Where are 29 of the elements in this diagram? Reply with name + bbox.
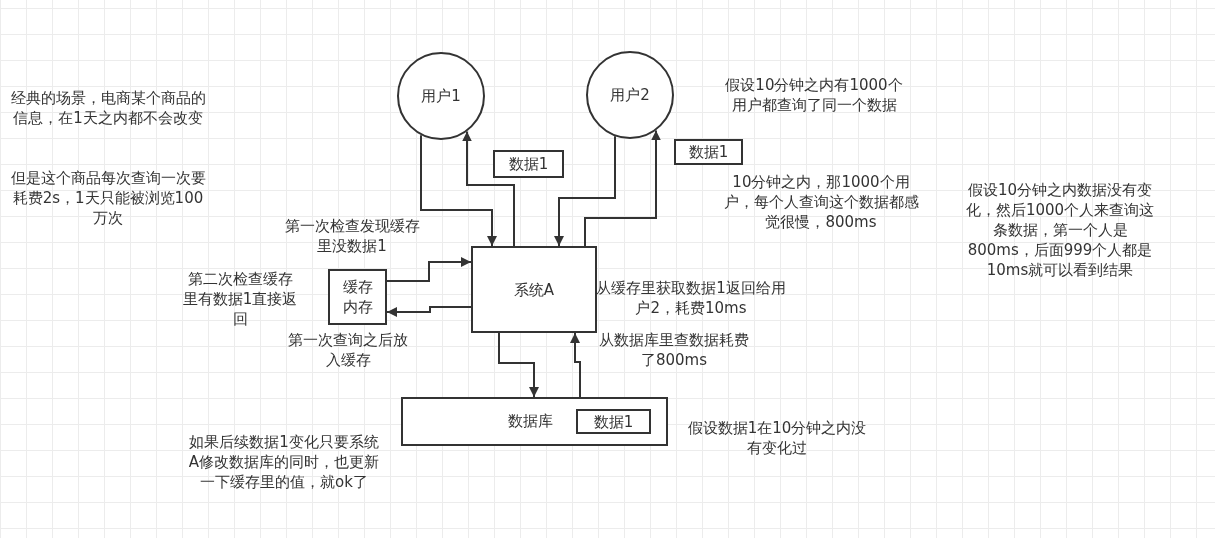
box-label: 数据库 [508, 411, 553, 431]
arrow [386, 306, 472, 317]
arrow [584, 129, 661, 247]
note-text: 但是这个商品每次查询一次要耗费2s，1天只能被浏览100万次 [9, 168, 207, 228]
note-text: 第一次查询之后放入缓存 [287, 330, 409, 370]
note-text: 第一次检查发现缓存里没数据1 [283, 216, 421, 256]
note-text: 假设10分钟之内有1000个用户都查询了同一个数据 [724, 75, 904, 115]
user-circle: 用户1 [397, 52, 485, 140]
arrow [420, 134, 497, 247]
arrow [386, 257, 472, 282]
note-text: 10分钟之内，那1000个用户，每个人查询这个数据都感觉很慢，800ms [722, 172, 920, 232]
arrow [498, 332, 539, 398]
arrow [462, 130, 515, 247]
note-text: 第二次检查缓存里有数据1直接返回 [182, 269, 298, 329]
note-text: 如果后续数据1变化只要系统A修改数据库的同时，也更新一下缓存里的值，就ok了 [187, 432, 381, 492]
data-box: 数据1 [674, 139, 743, 165]
note-text: 假设10分钟之内数据没有变化，然后1000个人来查询这条数据，第一个人是800ms，后面999个人都是10ms就可以看到结果 [964, 180, 1156, 280]
note-text: 从数据库里查数据耗费了800ms [598, 330, 750, 370]
data-box: 数据1 [576, 409, 651, 434]
system-box: 系统A [471, 246, 597, 333]
data-box: 数据1 [493, 150, 564, 178]
note-text: 假设数据1在10分钟之内没有变化过 [686, 418, 868, 458]
note-text: 从缓存里获取数据1返回给用户2，耗费10ms [596, 278, 786, 318]
arrow [554, 135, 616, 247]
arrow [570, 332, 581, 398]
note-text: 经典的场景，电商某个商品的信息，在1天之内都不会改变 [10, 88, 206, 128]
user-circle: 用户2 [586, 51, 674, 139]
database-box [401, 397, 668, 446]
cache-box: 缓存内存 [328, 269, 387, 325]
